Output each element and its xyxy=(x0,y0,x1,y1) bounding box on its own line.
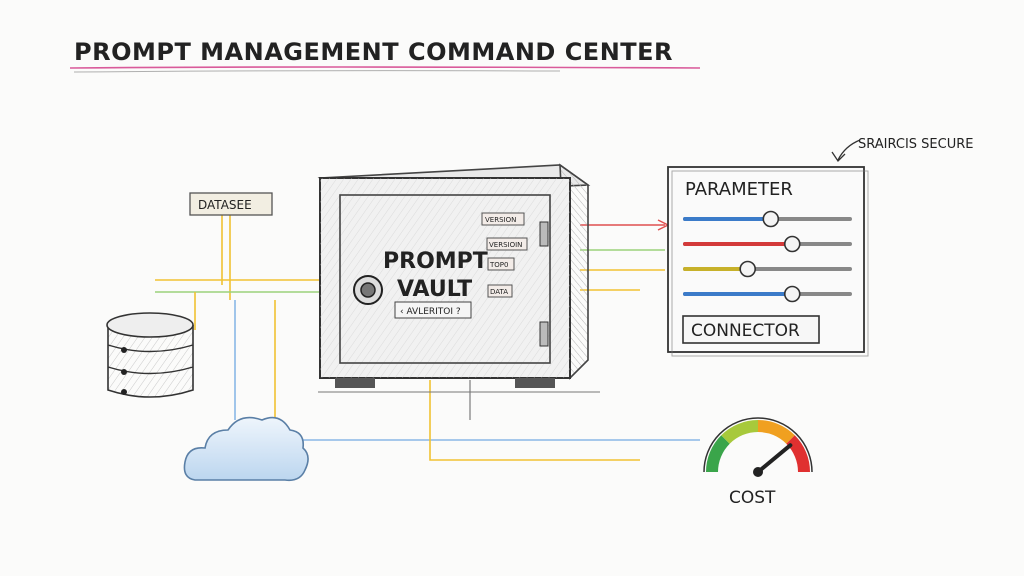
gauge-segment xyxy=(706,435,730,473)
database-icon xyxy=(106,312,194,398)
slider-knob xyxy=(762,210,780,228)
connection-lines xyxy=(155,215,700,470)
gauge-segment xyxy=(757,420,795,444)
gauge-segment xyxy=(786,435,810,473)
page-title: PROMPT MANAGEMENT COMMAND CENTER xyxy=(74,38,673,66)
vault-title-line2: VAULT xyxy=(397,277,472,302)
gauge-segment xyxy=(721,420,759,444)
secure-note: SRAIRCIS SECURE xyxy=(858,137,973,152)
parameter-slider xyxy=(683,210,852,228)
slider-knob xyxy=(783,285,801,303)
parameter-slider xyxy=(683,235,852,253)
parameter-slider xyxy=(683,260,852,278)
parameter-sliders xyxy=(683,210,852,303)
title-underline xyxy=(69,66,701,69)
dataset-label: DATASEE xyxy=(198,198,252,212)
cloud-icon xyxy=(183,416,309,482)
gauge-hub xyxy=(753,467,763,477)
sticker-label: VERSIOIN xyxy=(489,241,522,249)
secure-arrow-icon xyxy=(831,139,861,163)
connector-label: CONNECTOR xyxy=(691,321,800,341)
parameter-slider xyxy=(683,285,852,303)
gauge-needle xyxy=(756,443,793,474)
slider-knob xyxy=(783,235,801,253)
vault-title-line1: PROMPT xyxy=(383,249,488,274)
dataset-label-box xyxy=(189,192,273,216)
sticker-box xyxy=(487,284,513,298)
sticker-box xyxy=(487,257,515,271)
vault-tag: ‹ AVLERITOI ? xyxy=(400,307,461,317)
cost-label: COST xyxy=(729,488,776,508)
gauge-outline xyxy=(703,417,813,473)
vault-dial-icon xyxy=(353,275,383,305)
slider-knob xyxy=(739,260,757,278)
parameter-title: PARAMETER xyxy=(685,179,793,200)
cost-gauge xyxy=(703,417,813,477)
sticker-box xyxy=(486,237,528,251)
title-underline-2 xyxy=(73,70,561,73)
sticker-label: TOP0 xyxy=(489,261,508,269)
sticker-label: VERSION xyxy=(485,216,516,224)
vault-tag-box xyxy=(394,301,472,319)
connector-box xyxy=(682,315,820,344)
sticker-label: DATA xyxy=(490,288,508,296)
sticker-box xyxy=(481,212,525,226)
